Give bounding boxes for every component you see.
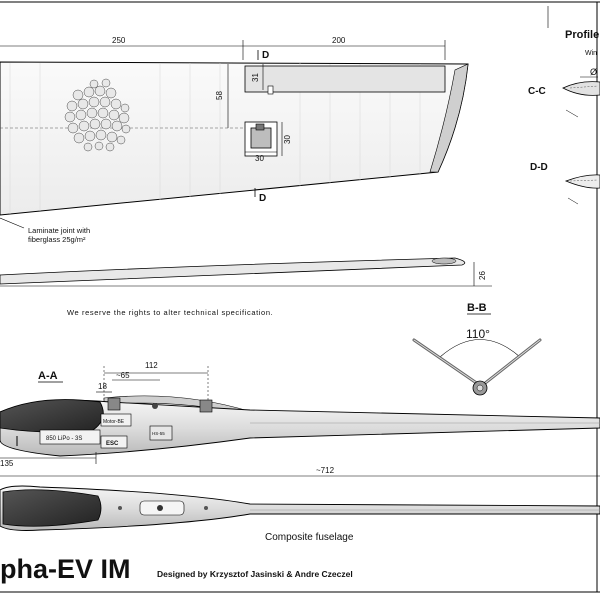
canopy xyxy=(0,399,104,433)
profile-dd-shape xyxy=(564,174,600,189)
profile-dd-chord xyxy=(569,179,599,182)
profile-cc-diameter: Ø xyxy=(590,67,597,77)
tail-left-highlight xyxy=(413,339,479,385)
model-name: pha-EV IM xyxy=(0,554,131,584)
servo-horn xyxy=(267,85,274,95)
designer-credit: Designed by Krzysztof Jasinski & Andre C… xyxy=(157,569,353,579)
dim-31-label: 31 xyxy=(251,73,260,82)
wing-tip-end xyxy=(431,257,457,265)
dim-112-label: 112 xyxy=(145,361,158,370)
dim-30-h-label: 30 xyxy=(255,154,264,163)
laminate-note-line1: Laminate joint with xyxy=(28,226,90,235)
motor-label: Motor-BE xyxy=(103,419,125,425)
wing-rib-lines xyxy=(9,63,421,214)
laminate-leader-line xyxy=(0,217,25,229)
dim-30-v-label: 30 xyxy=(283,135,292,144)
mount-bolt-rear xyxy=(204,506,208,510)
dim-712-label: ~712 xyxy=(316,466,335,475)
tail-boom-core xyxy=(476,384,484,392)
profile-cc-shape xyxy=(562,81,600,96)
profiles-subtitle: Win xyxy=(585,50,597,57)
fuselage-top-outline xyxy=(0,485,600,531)
esc-label: ESC xyxy=(106,441,119,447)
dim-200-label: 200 xyxy=(332,36,346,45)
dim-18-label: 18 xyxy=(98,382,107,391)
fuselage-top-view: Composite fuselage xyxy=(0,485,600,543)
profiles-panel: Profile Win C-C Ø D-D xyxy=(528,6,600,205)
title-block: pha-EV IM Designed by Krzysztof Jasinski… xyxy=(0,554,353,584)
fuselage-caption: Composite fuselage xyxy=(265,532,354,543)
wing-side-view: 26 xyxy=(0,257,492,287)
fuselage-side-view: A-A 112 ~65 18 850 LiPo - 3S Motor-BE ES… xyxy=(0,361,600,477)
servo-label: HS-55 xyxy=(152,431,165,436)
section-d-top-label: D xyxy=(262,50,269,61)
laminate-note-line2: fiberglass 25g/m² xyxy=(28,235,86,244)
wing-pebble-cluster xyxy=(64,78,131,152)
angle-label: 110° xyxy=(466,327,490,341)
esc-box xyxy=(100,435,128,449)
dim-65-label: ~65 xyxy=(116,371,130,380)
mount-bolt-front xyxy=(118,506,122,510)
wing-side-profile xyxy=(0,257,466,285)
motor-box xyxy=(100,413,132,427)
wing-bolt-front xyxy=(107,397,121,411)
wing-tip-taper xyxy=(429,63,469,173)
battery-label: 850 LiPo - 3S xyxy=(46,436,82,442)
section-aa-label: A-A xyxy=(38,370,58,382)
section-cc-label: C-C xyxy=(528,86,546,97)
tail-right-highlight xyxy=(483,339,541,385)
servo-output-shaft xyxy=(255,123,265,131)
canopy-top xyxy=(2,489,102,527)
profile-dd-leader xyxy=(567,197,579,205)
servo-body xyxy=(250,127,272,149)
profiles-title: Profile xyxy=(565,29,599,41)
servo-box xyxy=(149,425,173,441)
battery-pack xyxy=(39,429,101,445)
technical-notice: We reserve the rights to alter technical… xyxy=(67,308,273,317)
profile-cc-chord xyxy=(569,85,599,89)
dim-58-label: 58 xyxy=(215,91,224,100)
profile-cc-leader xyxy=(565,109,579,118)
section-bb-label: B-B xyxy=(467,302,487,314)
aileron-servo-bay xyxy=(244,65,446,93)
dim-250-label: 250 xyxy=(112,36,126,45)
mount-bolt xyxy=(157,505,163,511)
wing-dowel xyxy=(152,403,158,409)
dim-135-label: 135 xyxy=(0,459,14,468)
dim-26-label: 26 xyxy=(478,271,487,280)
angle-arc xyxy=(439,339,521,358)
wing-bolt-rear xyxy=(199,399,213,413)
section-dd-label: D-D xyxy=(530,162,548,173)
wing-top-view: 250 200 D 58 31 xyxy=(0,36,469,244)
section-bb-view: B-B 110° xyxy=(412,302,542,396)
section-d-bottom-label: D xyxy=(259,193,266,204)
